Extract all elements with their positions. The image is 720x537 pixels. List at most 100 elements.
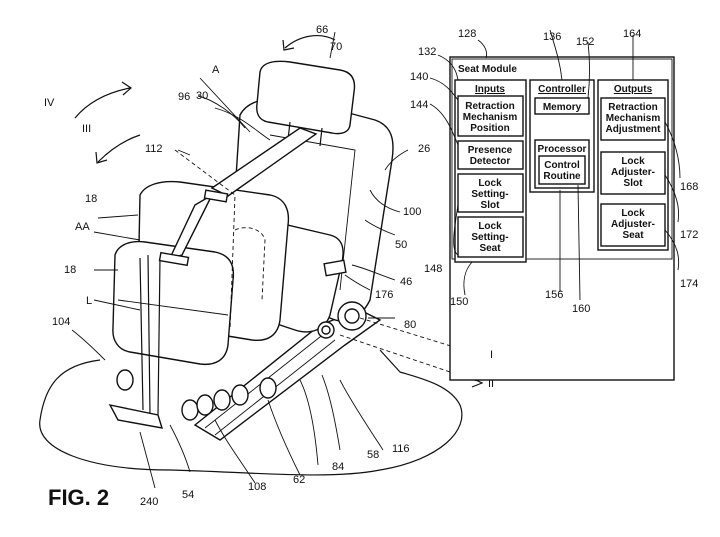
controller-header: Controller	[538, 84, 586, 95]
output-lock-slot-l3: Slot	[624, 178, 644, 189]
lap-belt-rear	[139, 257, 144, 411]
child-seat-rear-inner	[234, 227, 266, 301]
ref-62: 62	[293, 474, 305, 486]
belt-guide-lower	[158, 251, 190, 267]
rotation-arrow-III	[97, 134, 141, 163]
input-lock-seat-l1: Lock	[478, 221, 502, 232]
output-lock-seat-l1: Lock	[621, 208, 645, 219]
ref-46: 46	[400, 276, 412, 288]
input-box-presence	[457, 140, 524, 170]
input-lock-seat-l2: Setting-	[471, 232, 508, 243]
ref-I: I	[490, 349, 493, 361]
ref-80: 80	[404, 319, 416, 331]
ref-18a: 18	[85, 193, 97, 205]
processor-label: Processor	[538, 144, 587, 155]
input-presence-l1: Presence	[468, 145, 513, 156]
ref-L: L	[86, 295, 92, 307]
memory-box	[534, 97, 590, 115]
child-seat-front	[112, 240, 235, 366]
output-box-retraction	[600, 97, 666, 141]
output-retraction-l2: Mechanism	[606, 113, 661, 124]
leader-lines	[71, 31, 409, 489]
seat-switch-176	[323, 259, 347, 277]
headrest-post-2	[319, 127, 323, 147]
ref-160: 160	[572, 303, 590, 315]
ref-26: 26	[418, 143, 430, 155]
ref-104: 104	[52, 316, 70, 328]
ref-152: 152	[576, 36, 594, 48]
output-lock-slot-l1: Lock	[621, 156, 645, 167]
output-retraction-l1: Retraction	[608, 102, 657, 113]
ref-116: 116	[392, 443, 410, 455]
ref-A: A	[212, 64, 220, 76]
input-lock-slot-l3: Slot	[481, 200, 501, 211]
input-lock-slot-l2: Setting-	[471, 189, 508, 200]
input-presence-l2: Detector	[470, 156, 511, 167]
belt-guide-upper	[203, 189, 229, 203]
ref-128: 128	[458, 28, 476, 40]
dashed-line-112	[174, 149, 236, 331]
ref-148: 148	[424, 263, 442, 275]
output-box-lock-slot	[600, 151, 666, 195]
ref-66: 66	[316, 24, 328, 36]
adjuster-knob-2-inner	[321, 325, 331, 335]
rotation-arrow-IV	[74, 87, 131, 119]
output-retraction-l3: Adjustment	[606, 124, 662, 135]
seat-module-inner-rect	[451, 58, 673, 260]
memory-label: Memory	[543, 102, 582, 113]
ref-58: 58	[367, 449, 379, 461]
ref-164: 164	[623, 28, 641, 40]
inputs-header: Inputs	[475, 84, 505, 95]
dashed-line-II	[339, 334, 481, 383]
figure-label: FIG. 2	[48, 485, 109, 510]
rotation-arrow-66-head	[282, 39, 295, 51]
ref-174: 174	[680, 278, 698, 290]
ref-136: 136	[543, 31, 561, 43]
ref-AA: AA	[75, 221, 90, 233]
rotation-arrow-66	[284, 34, 336, 49]
headrest	[256, 60, 356, 135]
ref-84: 84	[332, 461, 344, 473]
input-retraction-l3: Position	[470, 123, 509, 134]
rotation-arrow-III-head	[95, 151, 108, 164]
seat-module-title: Seat Module	[458, 64, 517, 75]
ref-132: 132	[418, 46, 436, 58]
ref-70: 70	[330, 41, 342, 53]
ref-112: 112	[145, 143, 163, 155]
input-box-lock-slot	[457, 173, 524, 213]
output-lock-seat-l2: Adjuster-	[611, 219, 655, 230]
ref-54: 54	[182, 489, 194, 501]
ref-172: 172	[680, 229, 698, 241]
input-lock-slot-l1: Lock	[478, 178, 502, 189]
control-routine-l2: Routine	[543, 171, 581, 182]
control-routine-l1: Control	[544, 160, 580, 171]
seat-module-diagram: Seat Module Inputs Retraction Mechanism …	[429, 29, 681, 381]
ref-140: 140	[410, 71, 428, 83]
ref-30: 30	[196, 90, 208, 102]
output-lock-seat-l3: Seat	[622, 230, 644, 241]
ref-IV: IV	[44, 97, 55, 109]
ref-156: 156	[545, 289, 563, 301]
reference-numerals: 128 132 136 152 164 140 144 148 150 156 …	[44, 24, 698, 508]
ref-108: 108	[248, 481, 266, 493]
control-routine-box	[538, 155, 586, 185]
lap-belt-front	[147, 254, 161, 416]
ref-176: 176	[375, 289, 393, 301]
input-box-retraction	[457, 95, 524, 137]
ref-50: 50	[395, 239, 407, 251]
rotation-arrow-IV-head	[121, 81, 132, 96]
input-lock-seat-l3: Seat	[479, 243, 501, 254]
ref-240: 240	[140, 496, 158, 508]
ref-III: III	[82, 123, 91, 135]
ref-144: 144	[410, 99, 428, 111]
ref-18b: 18	[64, 264, 76, 276]
ref-168: 168	[680, 181, 698, 193]
input-box-lock-seat	[457, 216, 524, 258]
output-lock-slot-l2: Adjuster-	[611, 167, 655, 178]
floor-outline	[39, 349, 463, 476]
buckle	[108, 404, 164, 429]
input-retraction-l1: Retraction	[465, 101, 514, 112]
ref-96: 96	[178, 91, 190, 103]
child-seat-front-bottom	[117, 299, 229, 316]
